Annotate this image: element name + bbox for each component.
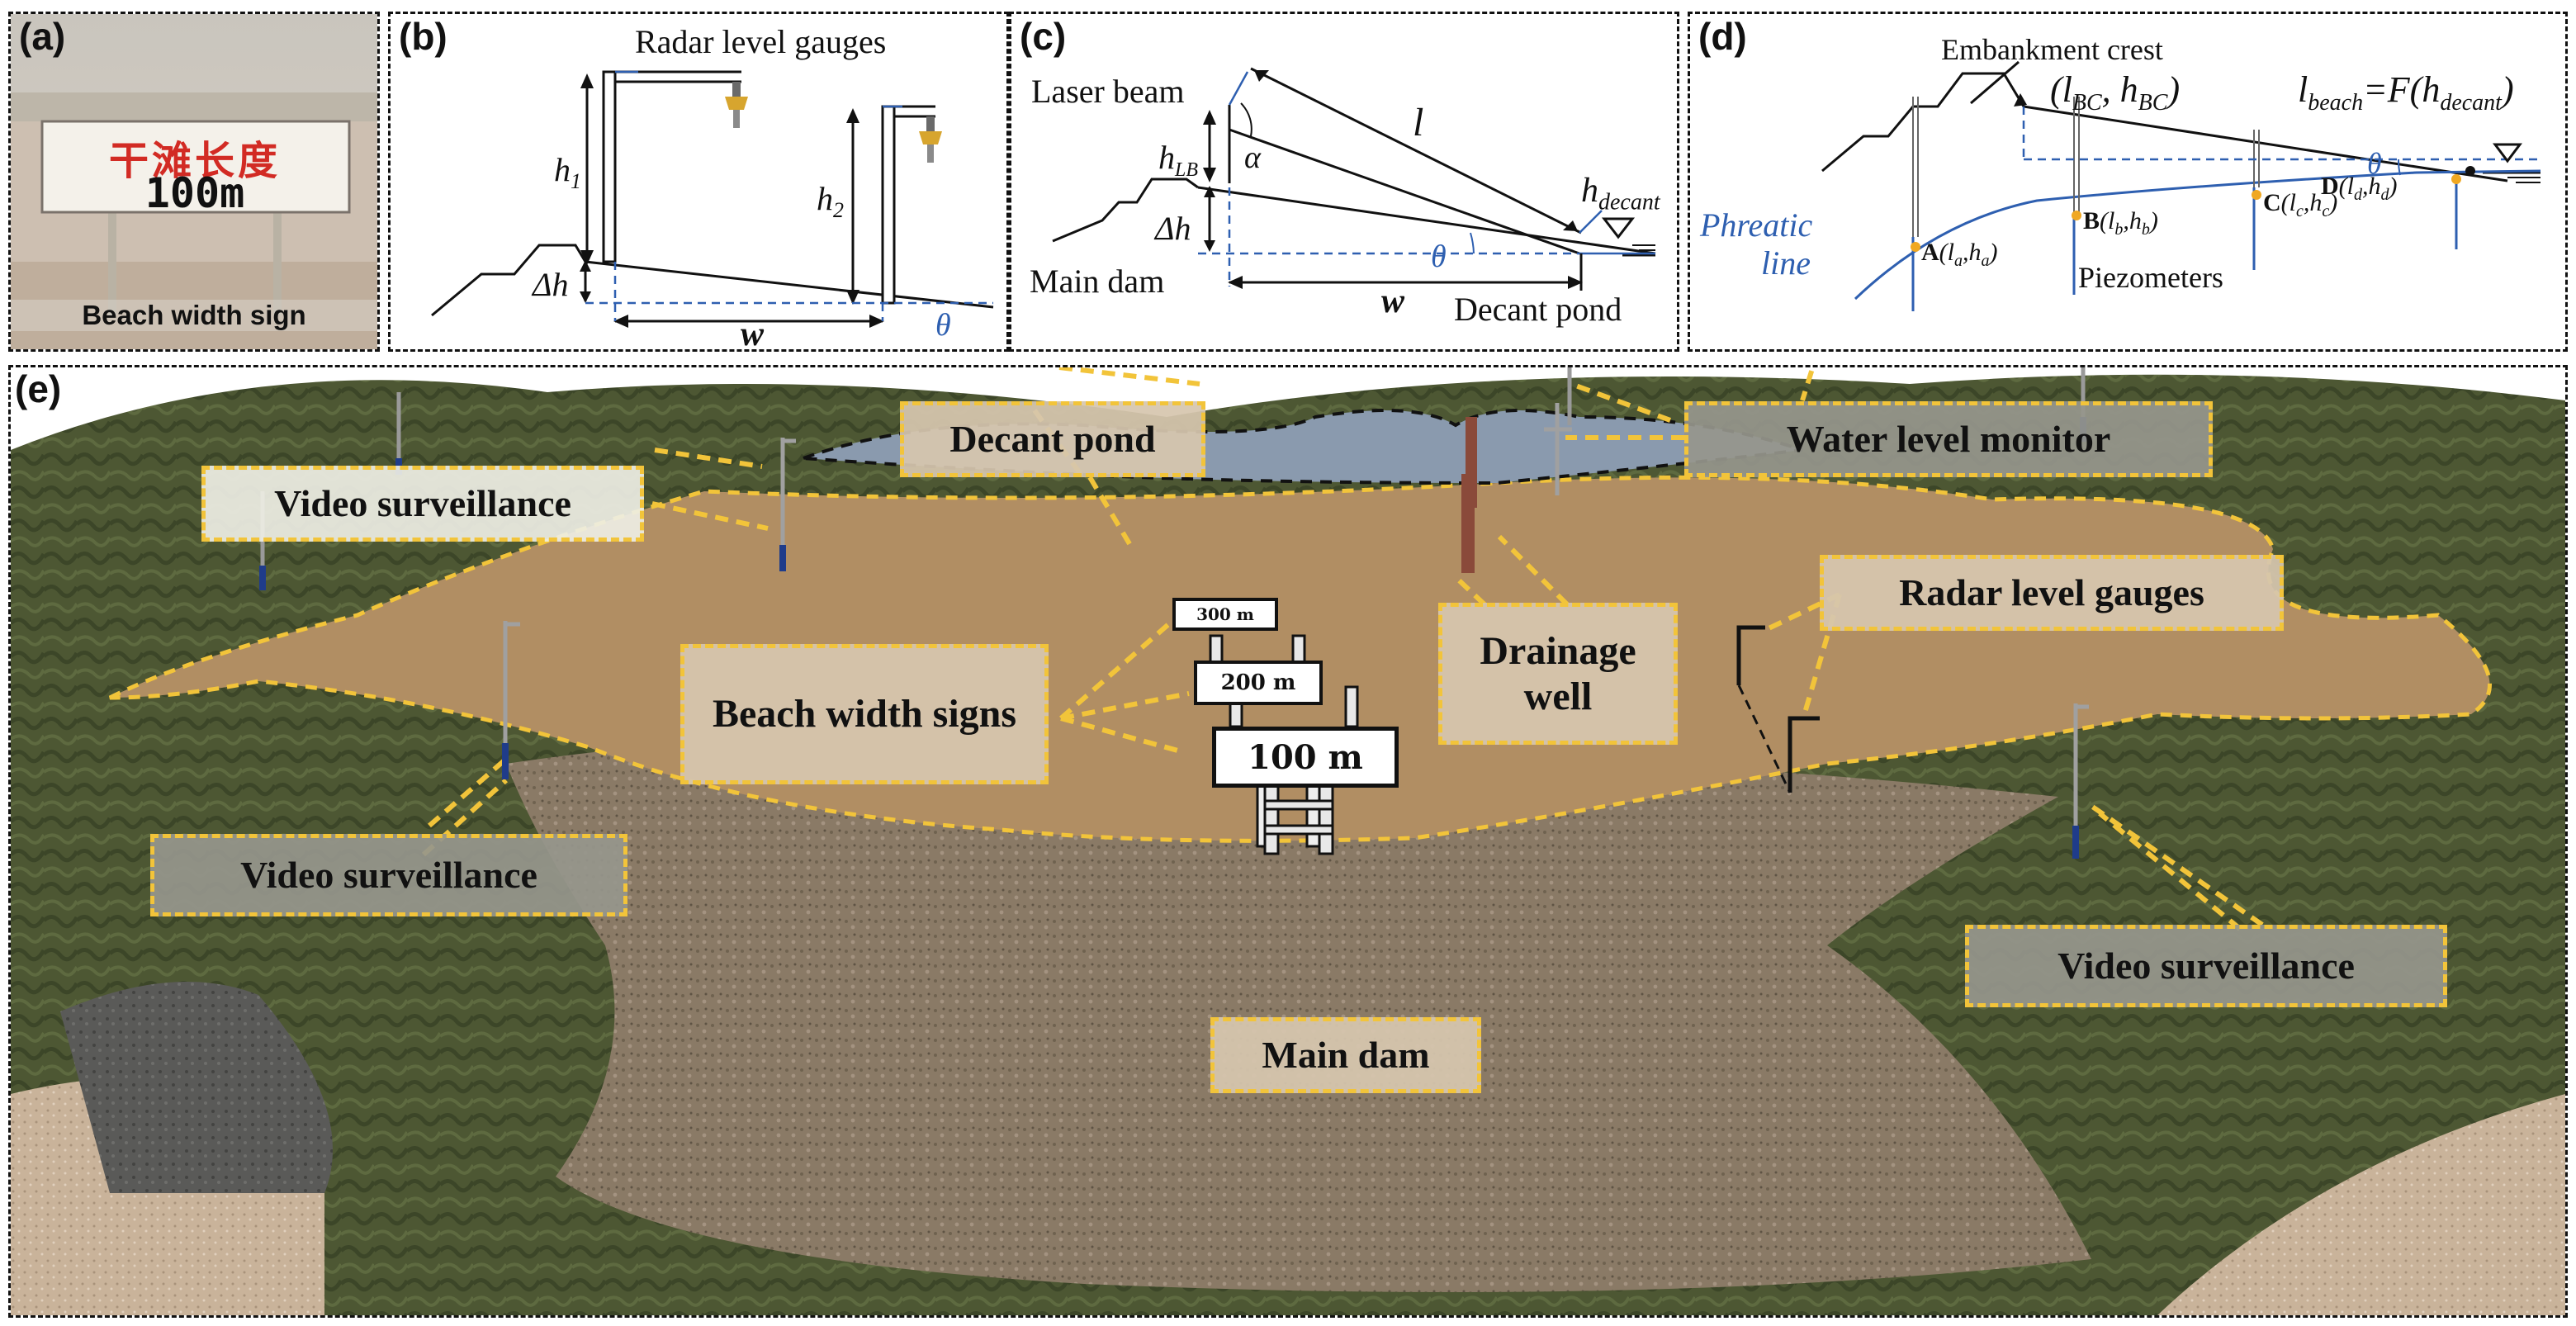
callout-decant-pond: Decant pond <box>900 401 1205 477</box>
panel-a: (a) 干滩长度 100m Beach width sign <box>8 12 380 352</box>
sign-200m: 200 m <box>1194 661 1323 705</box>
line-label: line <box>1761 244 1811 282</box>
main-dam-label-c: Main dam <box>1030 263 1165 300</box>
point-b-label: B(lb,hb) <box>2083 207 2158 239</box>
panel-e-label: (e) <box>15 367 62 410</box>
beach-width-sign-photo <box>11 14 377 349</box>
panel-b-label: (b) <box>399 15 447 58</box>
panel-c-label: (c) <box>1020 15 1067 58</box>
drainage-well-icon <box>1466 417 1477 508</box>
sign-value: 100m <box>144 169 245 217</box>
dh-label: Δh <box>533 266 569 303</box>
callout-drainage: Drainage well <box>1438 603 1678 745</box>
theta-label-d: θ <box>2367 147 2382 180</box>
w-label: w <box>741 315 765 353</box>
callout-main-dam: Main dam <box>1210 1017 1481 1093</box>
phreatic-line-diagram <box>1821 60 2541 311</box>
h2-label: h2 <box>817 180 844 222</box>
callout-video-top: Video surveillance <box>201 466 644 542</box>
panel-b: (b) Radar level gauges h1 h2 Δh w θ <box>388 12 1009 353</box>
callout-water-level-monitor: Water level monitor <box>1684 401 2213 477</box>
callout-radar: Radar level gauges <box>1820 555 2284 631</box>
beach-formula: lbeach=F(hdecant) <box>2298 69 2514 116</box>
lbc-hbc-label: (lBC, hBC) <box>2050 69 2181 116</box>
dh-label-c: Δh <box>1155 210 1191 247</box>
point-c-label: C(lc,hc) <box>2263 189 2338 220</box>
phreatic-label: Phreatic <box>1700 206 1813 244</box>
callout-video-left: Video surveillance <box>150 834 627 916</box>
panel-d: (d) Embankment crest (lBC, hBC) lbeach=F… <box>1688 12 2568 352</box>
embankment-crest-label: Embankment crest <box>1941 33 2163 66</box>
laser-beam-label: Laser beam <box>1031 73 1185 110</box>
panel-a-label: (a) <box>19 15 66 58</box>
sign-300m: 300 m <box>1172 598 1278 631</box>
point-d-label: D(ld,hd) <box>2321 173 2398 204</box>
callout-beach-signs: Beach width signs <box>680 644 1049 784</box>
radar-sensor-icon-2 <box>919 116 942 163</box>
point-a-label: A(la,ha) <box>1921 239 1998 270</box>
decant-pond-label-c: Decant pond <box>1454 291 1622 328</box>
laser-beam-diagram <box>1052 67 1656 291</box>
panel-c: (c) Laser beam hLB α l hdecant Δh θ Main… <box>1009 12 1679 352</box>
sign-chinese-text: 干滩长度 <box>108 138 281 184</box>
alpha-label: α <box>1244 140 1261 175</box>
hlb-label: hLB <box>1158 139 1199 181</box>
h1-label: h1 <box>554 151 581 193</box>
radar-title: Radar level gauges <box>635 23 887 60</box>
callout-video-right: Video surveillance <box>1965 925 2447 1007</box>
panel-d-label: (d) <box>1698 15 1747 58</box>
w-label-c: w <box>1381 282 1405 320</box>
panel-a-caption: Beach width sign <box>11 300 377 331</box>
l-label: l <box>1413 101 1424 144</box>
piezometers-label: Piezometers <box>2078 261 2223 294</box>
sign-100m: 100 m <box>1212 727 1399 788</box>
radar-gauge-diagram <box>431 70 994 328</box>
theta-label: θ <box>935 308 951 343</box>
radar-sensor-icon <box>725 82 748 128</box>
hdecant-label: hdecant <box>1581 172 1660 215</box>
theta-label-c: θ <box>1431 239 1447 274</box>
